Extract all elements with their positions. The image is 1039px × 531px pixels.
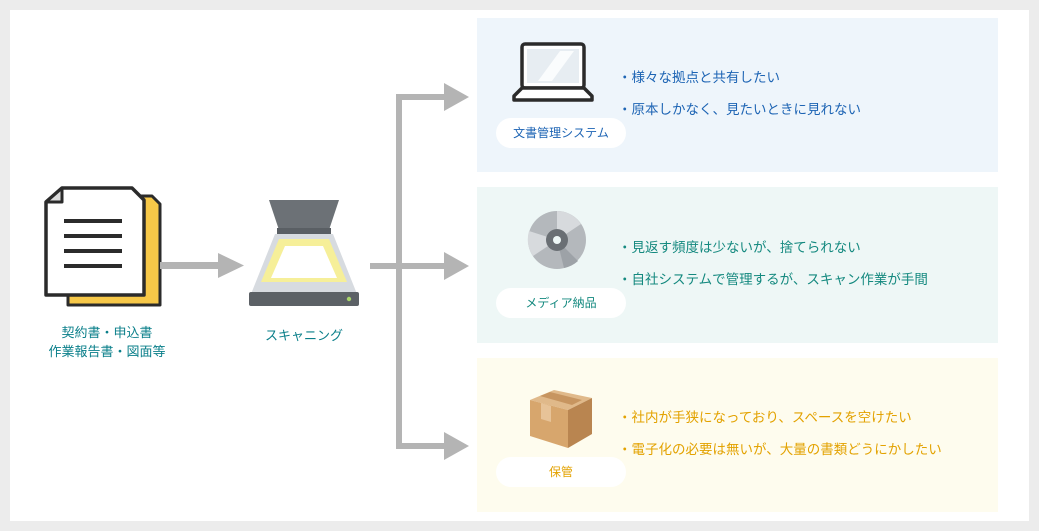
arrow-to-scanner (160, 251, 250, 281)
source-caption: 契約書・申込書 作業報告書・図面等 (12, 324, 202, 362)
document-icon (42, 182, 170, 307)
bullet-item: ・電子化の必要は無いが、大量の書類どうにかしたい (618, 442, 942, 458)
bullet-list: ・見返す頻度は少ないが、捨てられない ・自社システムで管理するが、スキャン作業が… (618, 232, 928, 296)
bullet-item: ・原本しかなく、見たいときに見れない (618, 102, 861, 118)
disc-icon (526, 209, 588, 271)
panel-media-delivery: メディア納品 ・見返す頻度は少ないが、捨てられない ・自社システムで管理するが、… (477, 187, 998, 343)
branch-arrows (370, 80, 470, 465)
panel-storage: 保管 ・社内が手狭になっており、スペースを空けたい ・電子化の必要は無いが、大量… (477, 358, 998, 512)
bullet-item: ・見返す頻度は少ないが、捨てられない (618, 240, 861, 256)
diagram-frame: 契約書・申込書 作業報告書・図面等 スキャニング (10, 10, 1029, 521)
source-line-2: 作業報告書・図面等 (48, 345, 166, 360)
bullet-item: ・自社システムで管理するが、スキャン作業が手間 (618, 272, 928, 288)
source-line-1: 契約書・申込書 (61, 326, 153, 341)
panel-label-media-delivery: メディア納品 (496, 288, 626, 318)
laptop-icon (512, 42, 596, 104)
bullet-list: ・様々な拠点と共有したい ・原本しかなく、見たいときに見れない (618, 62, 861, 126)
panel-label-document-system: 文書管理システム (496, 118, 626, 148)
bullet-item: ・様々な拠点と共有したい (618, 70, 780, 86)
bullet-list: ・社内が手狭になっており、スペースを空けたい ・電子化の必要は無いが、大量の書類… (618, 402, 942, 466)
bullet-item: ・社内が手狭になっており、スペースを空けたい (618, 410, 912, 426)
panel-document-system: 文書管理システム ・様々な拠点と共有したい ・原本しかなく、見たいときに見れない (477, 18, 998, 172)
scanner-caption: スキャニング (264, 329, 343, 344)
cardboard-box-icon (528, 386, 594, 450)
panel-label-storage: 保管 (496, 457, 626, 487)
scanner-icon (245, 198, 363, 310)
